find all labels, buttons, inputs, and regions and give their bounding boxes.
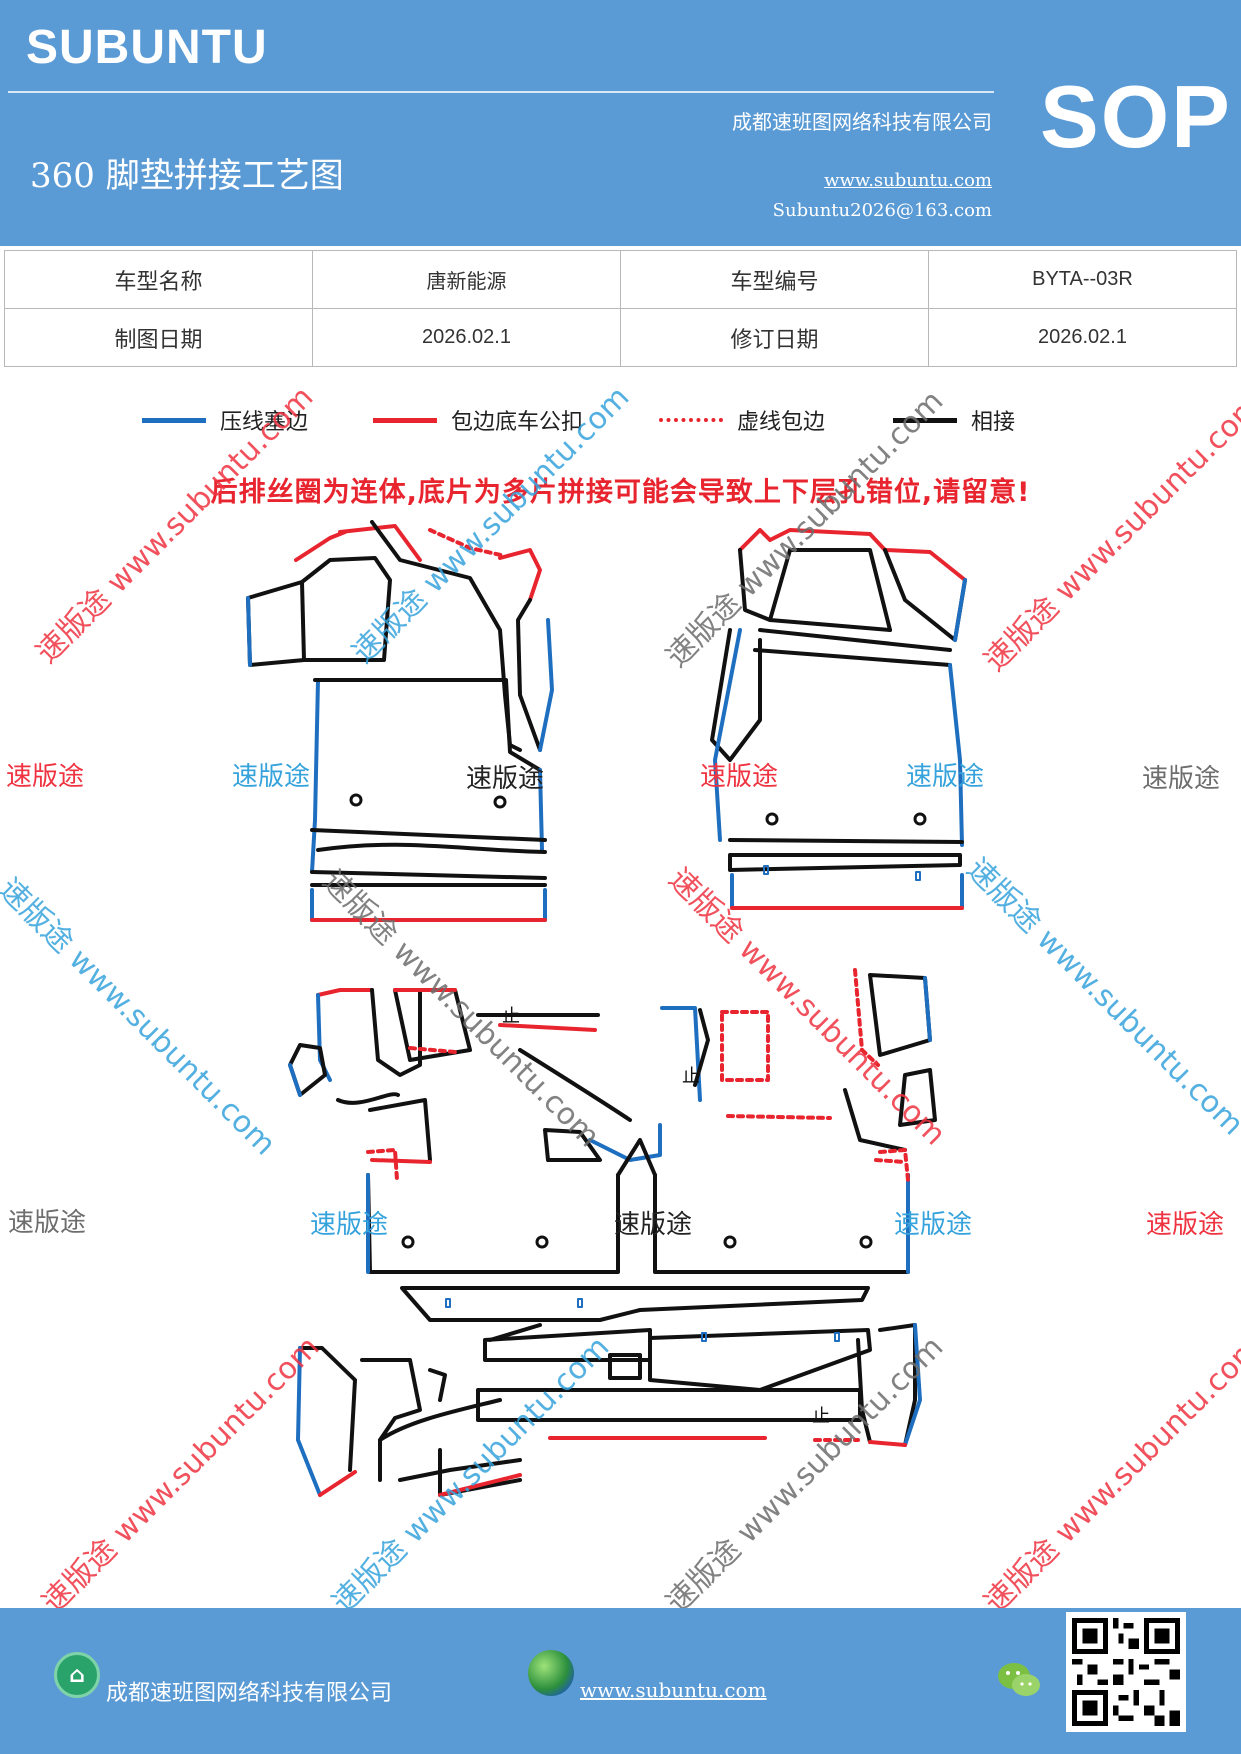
watermark: 速版途 [700,762,779,792]
info-table: 车型名称 唐新能源 车型编号 BYTA--03R 制图日期 2026.02.1 … [4,250,1237,367]
contact-email: Subuntu2026@163.com [772,200,992,221]
legend-label: 虚线包边 [737,410,826,435]
watermark: 速版途 [232,762,311,792]
line-legend: 压线塞边 包边底车公扣 虚线包边 相接 [0,400,1241,440]
brand-logo: SUBUNTU [26,21,268,74]
revise-date-value: 2026.02.1 [928,308,1237,367]
draw-date-value: 2026.02.1 [312,308,621,367]
legend-item-dotted-edge: 虚线包边 [659,400,825,440]
watermark: 速版途 [1146,1210,1225,1240]
red-line-swatch [373,417,437,423]
watermark: 速版途 [906,762,985,792]
bottom-row-mats [296,1323,922,1497]
stop-mark: 止 [812,1406,830,1427]
page-header: SUBUNTU 360 脚垫拼接工艺图 成都速班图网络科技有限公司 www.su… [0,0,1241,246]
front-left-mat [246,520,554,922]
watermark: 速版途 [310,1210,389,1240]
model-code-value: BYTA--03R [928,250,1237,309]
company-name: 成都速班图网络科技有限公司 [732,110,992,134]
front-right-mat [710,528,967,910]
draw-date-label: 制图日期 [4,308,313,367]
stop-mark: 止 [502,1006,520,1027]
stop-mark: 止 [682,1066,700,1087]
legend-item-joined: 相接 [893,400,1015,440]
watermark: 速版途 [6,762,85,792]
table-row: 制图日期 2026.02.1 修订日期 2026.02.1 [4,308,1237,367]
footer-company: 成都速班图网络科技有限公司 [106,1681,393,1706]
black-line-swatch [893,417,957,423]
red-dotted-swatch [659,418,723,422]
floor-mat-diagram: 止 止 止 [246,520,967,1497]
document-title: 360 脚垫拼接工艺图 [30,156,344,196]
blue-line-swatch [142,417,206,423]
wechat-icon [998,1663,1040,1696]
sop-badge: SOP [1040,67,1232,166]
footer-website-link[interactable]: www.subuntu.com [580,1678,767,1702]
rear-row-mat [366,1138,910,1322]
header-divider [8,91,994,93]
watermark: 速版途 [8,1208,87,1238]
revise-date-label: 修订日期 [620,308,929,367]
legend-label: 相接 [971,410,1016,435]
legend-item-press-line: 压线塞边 [142,400,308,440]
legend-item-edge-clip: 包边底车公扣 [373,400,583,440]
model-code-label: 车型编号 [620,250,929,309]
page-footer: ⌂ 成都速班图网络科技有限公司 www.subuntu.com [0,1608,1241,1754]
watermark: 速版途 [894,1210,973,1240]
legend-label: 压线塞边 [220,410,309,435]
model-name-label: 车型名称 [4,250,313,309]
home-icon: ⌂ [54,1652,100,1698]
legend-label: 包边底车公扣 [451,410,584,435]
website-link[interactable]: www.subuntu.com [824,170,992,191]
watermark: 速版途 [614,1210,693,1240]
model-name-value: 唐新能源 [312,250,621,309]
middle-row-mats [288,968,937,1164]
watermark: 速版途 [466,764,545,794]
qr-code [1066,1612,1186,1732]
watermark: 速版途 [1142,764,1221,794]
globe-icon [528,1650,574,1696]
table-row: 车型名称 唐新能源 车型编号 BYTA--03R [4,250,1237,309]
warning-notice: 后排丝圈为连体,底片为多片拼接可能会导致上下层孔错位,请留意! [210,477,1031,508]
